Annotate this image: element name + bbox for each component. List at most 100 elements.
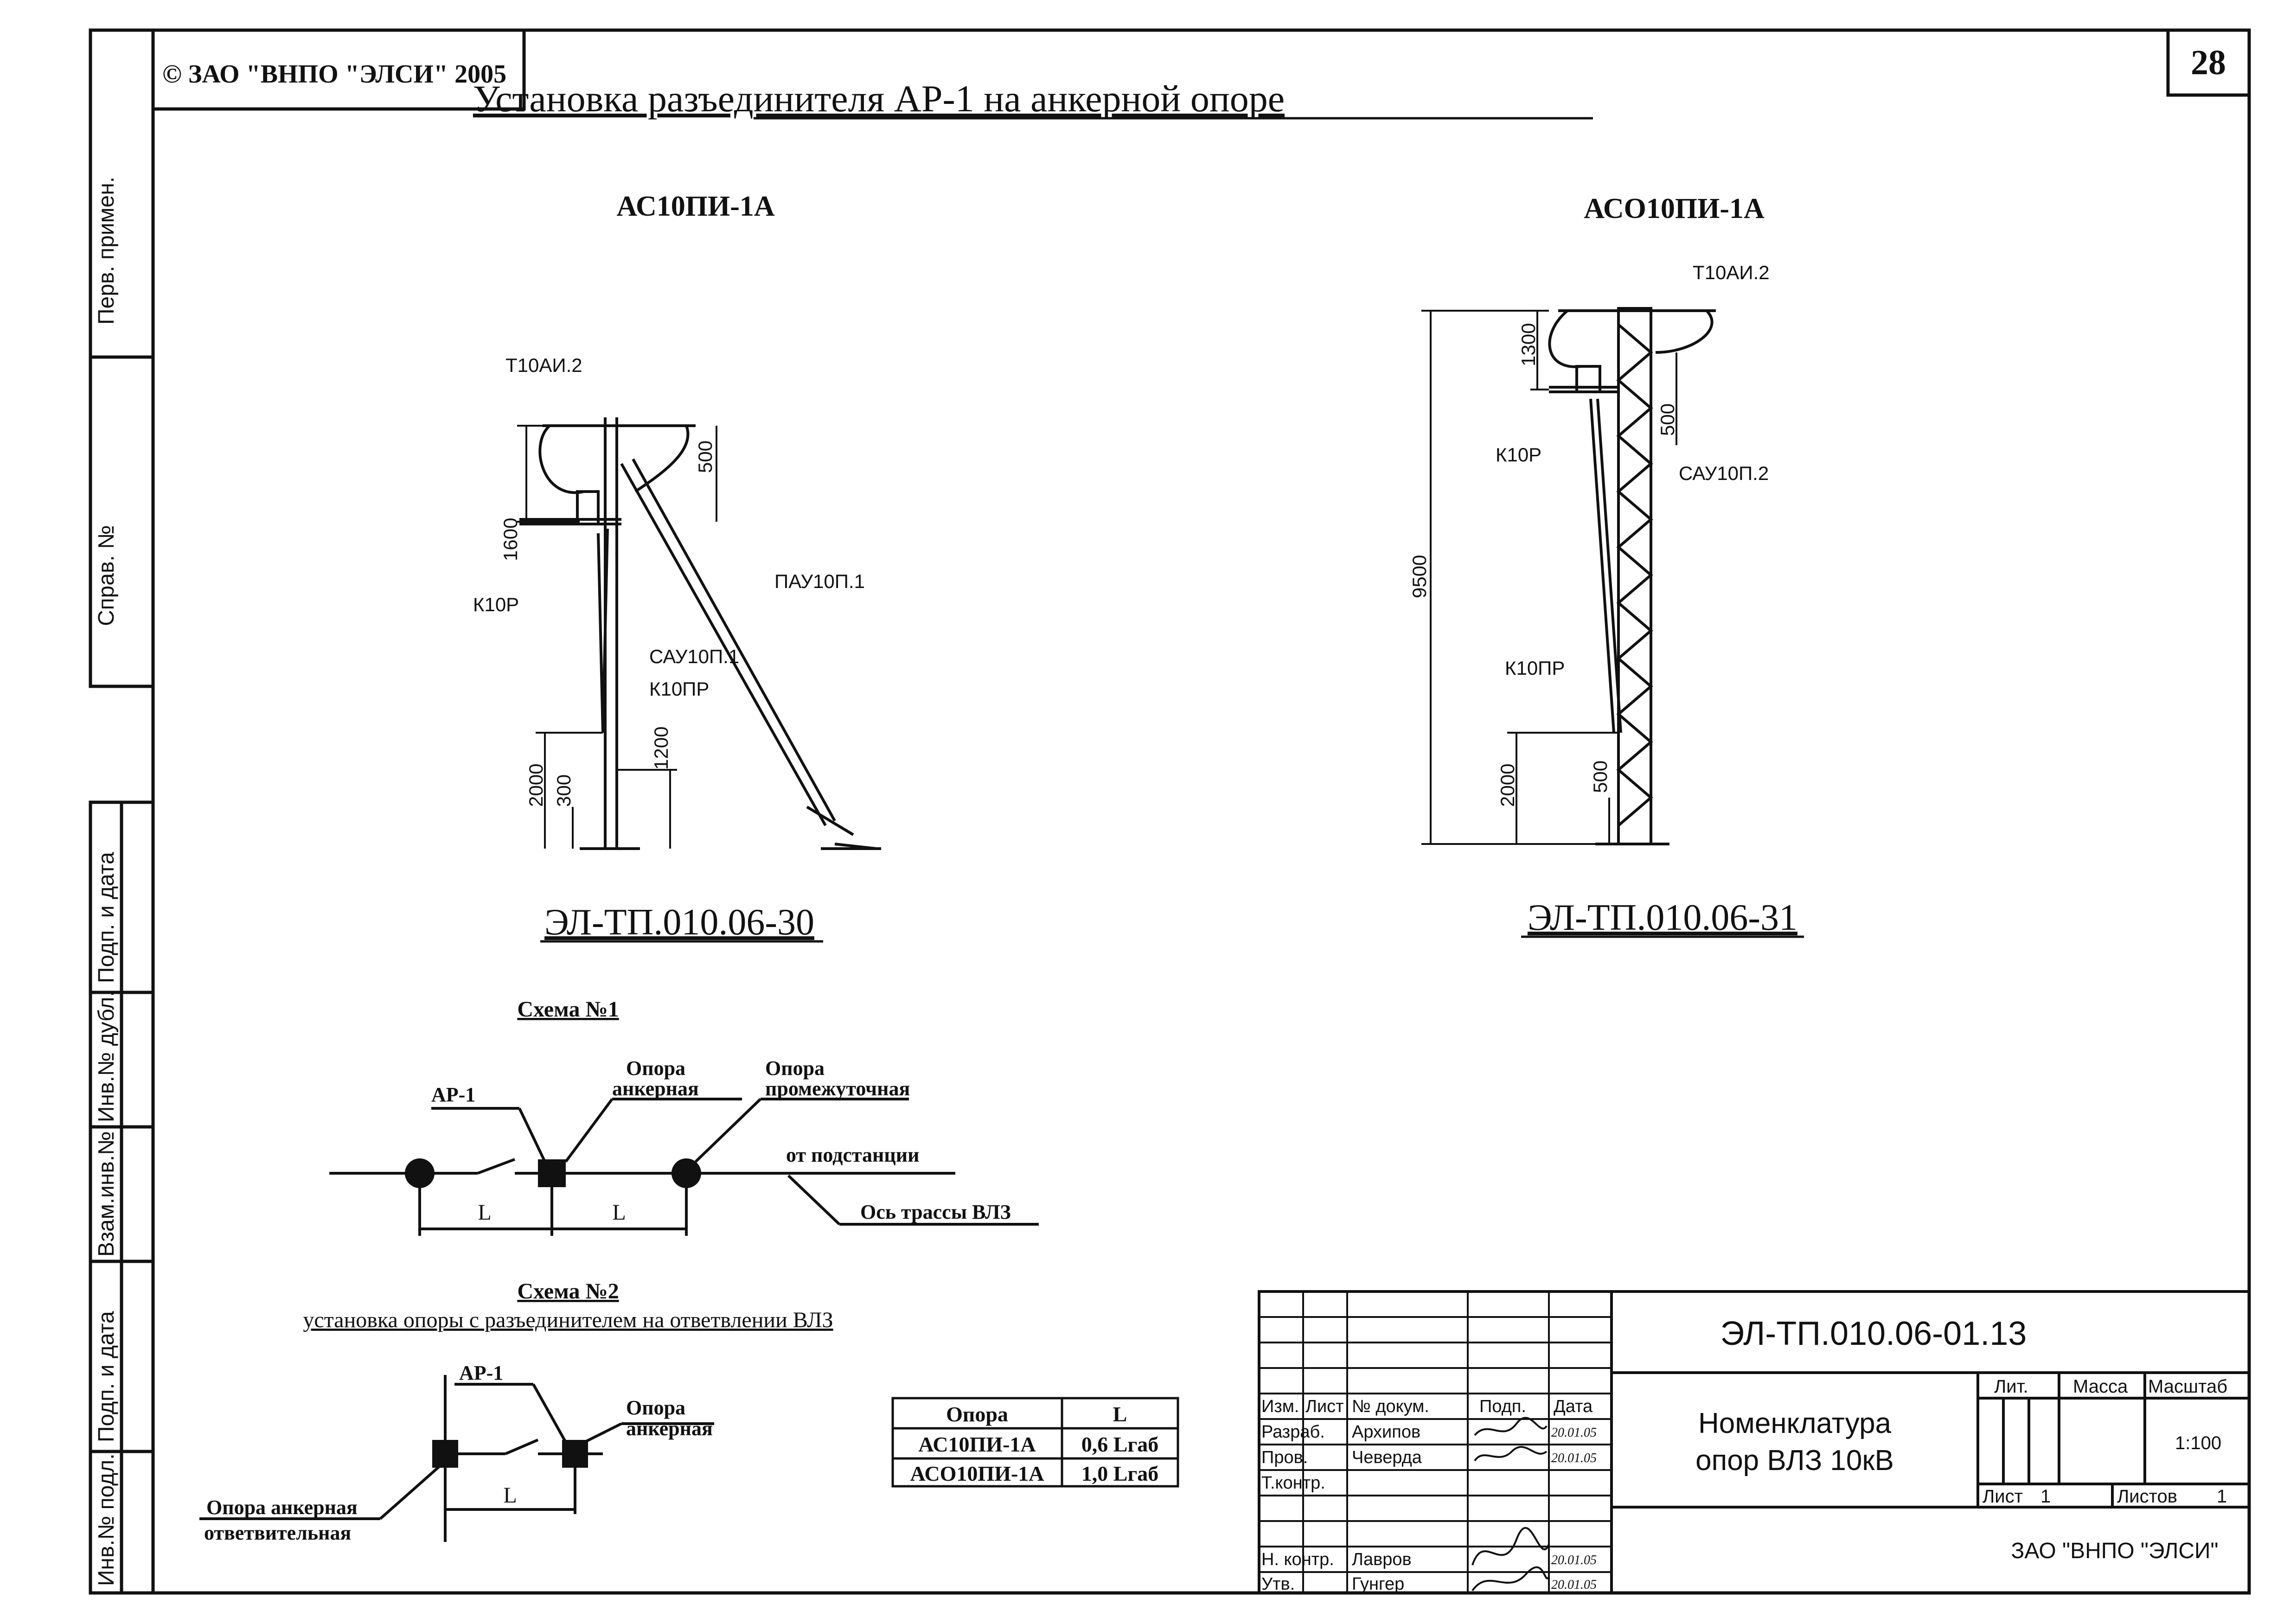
scheme-1: Схема №1 АР-1 Опора анкерная Опора bbox=[329, 997, 1039, 1236]
scheme2-subtitle: установка опоры с разъединителем на отве… bbox=[303, 1308, 833, 1332]
tb-prov-name: Чеверда bbox=[1352, 1448, 1422, 1467]
tb-utv-name: Гунгер bbox=[1352, 1574, 1404, 1594]
left-heading: АС10ПИ-1А bbox=[616, 191, 775, 222]
right-dim-500a: 500 bbox=[1656, 403, 1678, 436]
right-heading: АСО10ПИ-1А bbox=[1584, 193, 1765, 224]
right-pole bbox=[1548, 307, 1716, 845]
left-dim-1600: 1600 bbox=[499, 518, 521, 561]
tb-col-list: Лист bbox=[1305, 1397, 1344, 1416]
scheme2-L: L bbox=[503, 1483, 517, 1508]
tb-name-line2: опор ВЛЗ 10кВ bbox=[1695, 1445, 1894, 1477]
scheme1-inter-1: Опора bbox=[765, 1057, 825, 1080]
left-label-lower-clamp: К10ПР bbox=[649, 678, 709, 700]
tb-razrab-name: Архипов bbox=[1352, 1422, 1420, 1442]
stamp-inv-podl: Инв.№ подл. bbox=[94, 1453, 119, 1586]
left-dim-300: 300 bbox=[553, 774, 575, 807]
tb-name-line1: Номенклатура bbox=[1698, 1407, 1892, 1439]
scheme1-axis: Ось трассы ВЛЗ bbox=[860, 1201, 1011, 1223]
left-dim-2000: 2000 bbox=[525, 764, 547, 807]
tb-sheet-lbl: Лист bbox=[1983, 1486, 2023, 1507]
table-cell-r1c1: АС10ПИ-1А bbox=[918, 1432, 1036, 1456]
scheme1-pole-left bbox=[405, 1158, 435, 1188]
l-table: Опора L АС10ПИ-1А 0,6 Lгаб АСО10ПИ-1А 1,… bbox=[891, 1397, 1179, 1488]
right-label-top: Т10АИ.2 bbox=[1693, 262, 1770, 283]
page-number: 28 bbox=[2191, 43, 2226, 82]
stamp-inv-dubl: Инв.№ дубл. bbox=[94, 991, 119, 1122]
scheme2-branch-2: ответвительная bbox=[204, 1522, 351, 1544]
tb-doc-code: ЭЛ-ТП.010.06-01.13 bbox=[1720, 1315, 2027, 1352]
right-dim-9500: 9500 bbox=[1408, 555, 1430, 598]
scheme2-title: Схема №2 bbox=[517, 1279, 619, 1304]
title-block: Изм. Лист № докум. Подп. Дата Разраб. Ар… bbox=[1258, 1290, 2251, 1594]
tb-prov: Пров. bbox=[1261, 1448, 1308, 1467]
left-dim-500: 500 bbox=[694, 441, 716, 473]
scheme1-anchor-1: Опора bbox=[626, 1057, 685, 1080]
scheme2-anchor-2: анкерная bbox=[626, 1417, 713, 1440]
scheme1-anchor-2: анкерная bbox=[612, 1077, 699, 1100]
tb-massa: Масса bbox=[2073, 1376, 2128, 1397]
right-label-upper-clamp: К10Р bbox=[1496, 444, 1541, 466]
scheme1-L2: L bbox=[612, 1200, 626, 1225]
left-label-strut: ПАУ10П.1 bbox=[774, 570, 865, 592]
tb-date-nkontr: 20.01.05 bbox=[1551, 1553, 1597, 1567]
side-stamp: Перв. примен. Справ. № Подп. и дата Инв.… bbox=[94, 177, 119, 1586]
scheme1-title: Схема №1 bbox=[517, 997, 619, 1022]
tb-org: ЗАО "ВНПО "ЭЛСИ" bbox=[2011, 1539, 2218, 1563]
scheme1-inter-2: промежуточная bbox=[765, 1077, 910, 1100]
right-dimensions bbox=[1421, 310, 1677, 845]
copyright: © ЗАО "ВНПО "ЭЛСИ" 2005 bbox=[162, 60, 506, 89]
left-dimensions bbox=[517, 425, 717, 849]
stamp-perv: Перв. примен. bbox=[94, 177, 119, 325]
stamp-sprav: Справ. № bbox=[94, 525, 119, 626]
tb-scale: 1:100 bbox=[2175, 1433, 2221, 1453]
left-dim-1200: 1200 bbox=[650, 727, 672, 770]
scheme1-pole-right bbox=[672, 1158, 701, 1188]
table-cell-r1c2: 0,6 Lгаб bbox=[1081, 1432, 1159, 1456]
right-label-pole: САУ10П.2 bbox=[1679, 462, 1769, 484]
right-drawing: АСО10ПИ-1А Т10АИ.2 САУ1 bbox=[1408, 193, 1804, 938]
tb-lit: Лит. bbox=[1994, 1376, 2028, 1397]
tb-tkontr: Т.контр. bbox=[1261, 1473, 1325, 1493]
tb-date-razrab: 20.01.05 bbox=[1551, 1426, 1597, 1440]
tb-col-doc: № докум. bbox=[1352, 1397, 1429, 1416]
right-label-lower-clamp: К10ПР bbox=[1505, 657, 1565, 679]
tb-sheet-val: 1 bbox=[2040, 1486, 2051, 1507]
scheme1-L1: L bbox=[478, 1200, 491, 1225]
left-label-top: Т10АИ.2 bbox=[505, 354, 582, 376]
left-code: ЭЛ-ТП.010.06-30 bbox=[544, 902, 814, 943]
scheme1-from-sub: от подстанции bbox=[786, 1144, 919, 1166]
tb-nkontr-name: Лавров bbox=[1352, 1550, 1412, 1569]
tb-razrab: Разраб. bbox=[1261, 1422, 1325, 1442]
right-dim-2000: 2000 bbox=[1497, 764, 1518, 807]
right-code: ЭЛ-ТП.010.06-31 bbox=[1528, 897, 1797, 938]
table-header-L: L bbox=[1113, 1402, 1127, 1426]
left-label-pole: САУ10П.1 bbox=[649, 646, 739, 667]
scheme1-anchor-pole bbox=[538, 1159, 566, 1187]
table-cell-r2c2: 1,0 Lгаб bbox=[1081, 1462, 1159, 1485]
scheme2-ar: АР-1 bbox=[459, 1362, 503, 1384]
left-drawing: АС10ПИ-1А bbox=[473, 191, 881, 943]
stamp-vzam: Взам.инв.№ bbox=[94, 1131, 119, 1257]
scheme2-anchor-pole bbox=[562, 1440, 588, 1468]
tb-masshtab: Масштаб bbox=[2148, 1376, 2227, 1397]
table-header-opora: Опора bbox=[946, 1402, 1008, 1426]
tb-col-date: Дата bbox=[1554, 1397, 1593, 1416]
scheme2-branch-pole bbox=[432, 1440, 458, 1468]
scheme-2: Схема №2 установка опоры с разъединителе… bbox=[199, 1279, 833, 1544]
frame bbox=[89, 28, 2251, 1595]
tb-date-utv: 20.01.05 bbox=[1551, 1578, 1597, 1592]
tb-col-sign: Подп. bbox=[1479, 1397, 1526, 1416]
scheme2-branch-1: Опора анкерная bbox=[206, 1496, 358, 1519]
page-title: Установка разъединителя АР-1 на анкерной… bbox=[473, 77, 1285, 120]
left-pole bbox=[519, 417, 881, 850]
stamp-podp1: Подп. и дата bbox=[94, 852, 119, 983]
tb-col-izm: Изм. bbox=[1261, 1397, 1299, 1416]
tb-sheets-lbl: Листов bbox=[2117, 1486, 2177, 1507]
tb-date-prov: 20.01.05 bbox=[1551, 1451, 1597, 1465]
signatures bbox=[1471, 1417, 1550, 1592]
left-label-upper-clamp: К10Р bbox=[473, 594, 519, 615]
right-dim-500b: 500 bbox=[1589, 761, 1611, 793]
stamp-podp2: Подп. и дата bbox=[94, 1311, 119, 1442]
scheme1-ar: АР-1 bbox=[431, 1083, 475, 1106]
